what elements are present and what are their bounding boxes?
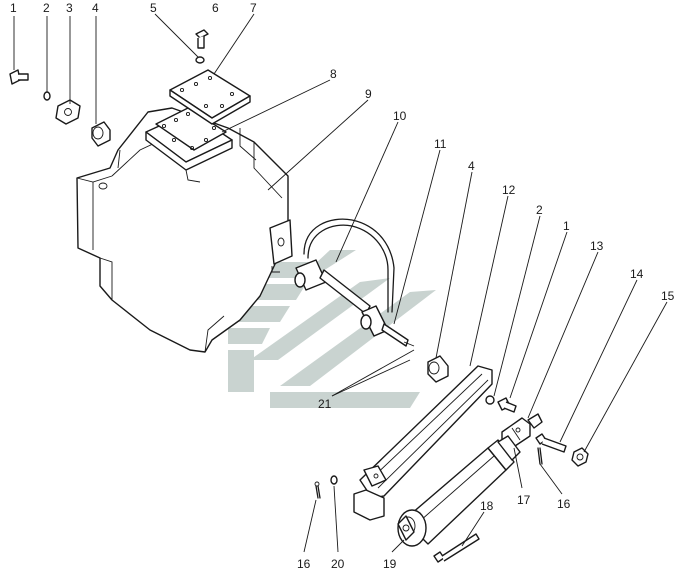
- callout-15: 15: [661, 289, 675, 303]
- bushing-4-second: [427, 355, 449, 383]
- spring-washer-2-right: [485, 395, 495, 405]
- callout-9: 9: [365, 87, 372, 101]
- bushing-4: [91, 121, 111, 147]
- callout-16-left: 16: [297, 557, 311, 571]
- callout-1: 1: [10, 1, 17, 15]
- callout-11: 11: [434, 137, 447, 151]
- callout-10: 10: [393, 109, 407, 123]
- leader-lines: [13, 13, 668, 553]
- washer-20: [330, 475, 338, 485]
- callout-7: 7: [250, 1, 257, 15]
- gasket-3: [55, 99, 81, 125]
- callout-20: 20: [331, 557, 345, 571]
- cotter-pin-16-right: [537, 447, 543, 465]
- nut-15: [571, 447, 589, 467]
- callout-14: 14: [630, 267, 644, 281]
- callout-19: 19: [383, 557, 397, 571]
- callout-1-second: 1: [563, 219, 570, 233]
- callout-4: 4: [92, 1, 99, 15]
- cotter-pin-16-left: [314, 481, 321, 499]
- callout-16-right: 16: [557, 497, 571, 511]
- callout-8: 8: [330, 67, 337, 81]
- callout-6: 6: [212, 1, 219, 15]
- callout-labels: 1 2 3 4 5 6 7 8 9 10 11 4 12 2 1 13 14 1…: [10, 1, 675, 571]
- frame-bracket-12: [353, 365, 493, 521]
- valve-11: [360, 305, 415, 347]
- cover-plate-7: [169, 69, 251, 125]
- bolt-1: [9, 69, 29, 85]
- pin-14: [535, 433, 567, 453]
- callout-2: 2: [43, 1, 50, 15]
- callout-3: 3: [66, 1, 73, 15]
- callout-21: 21: [318, 397, 332, 411]
- callout-4-second: 4: [468, 159, 475, 173]
- bolt-1-right: [497, 397, 517, 413]
- callout-18: 18: [480, 499, 494, 513]
- callout-17: 17: [517, 493, 531, 507]
- pipe-10: [294, 218, 395, 315]
- callout-5: 5: [150, 1, 157, 15]
- callout-13: 13: [590, 239, 604, 253]
- washer-5: [195, 56, 205, 64]
- bolt-6: [195, 29, 209, 49]
- flange-plate-8: [145, 107, 233, 183]
- tank-body: [76, 107, 293, 353]
- tank-mounting-tab: [269, 219, 293, 265]
- hydraulic-cylinder-19: [397, 435, 521, 547]
- callout-12: 12: [502, 183, 516, 197]
- spring-washer-2: [43, 91, 51, 101]
- pin-18: [433, 533, 480, 563]
- callout-2-second: 2: [536, 203, 543, 217]
